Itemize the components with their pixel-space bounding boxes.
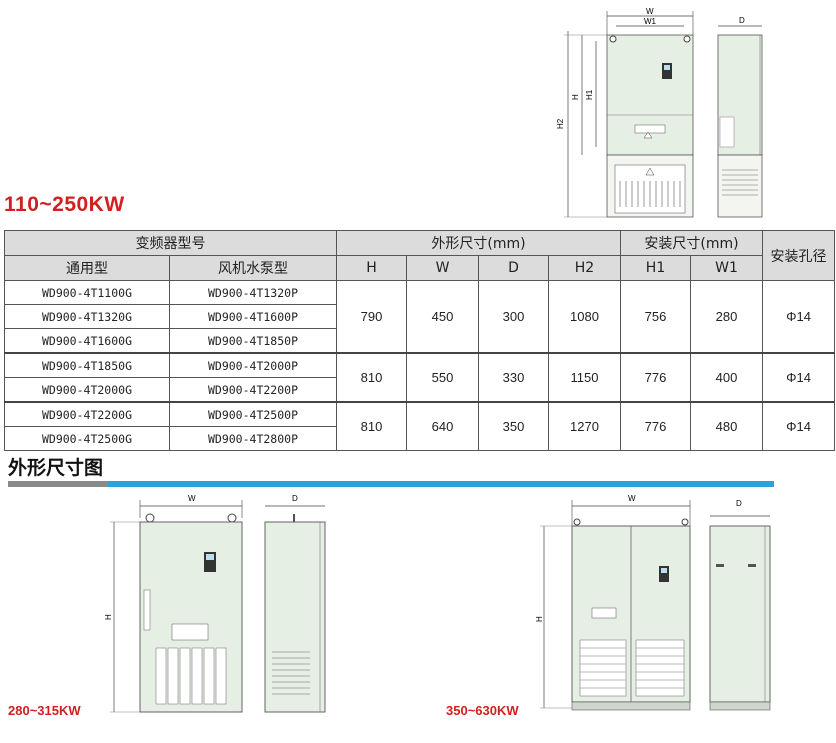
header-model: 变频器型号 [4,230,337,256]
br-w-label: W [628,494,636,503]
model-general: WD900-4T1850G [4,352,170,378]
value-h1: 776 [620,352,692,403]
table-row: WD900-4T2000G WD900-4T2200P [4,377,835,403]
section-title: 外形尺寸图 [8,458,104,479]
value-d: 330 [478,352,549,403]
bl-d-label: D [292,494,298,503]
value-w1: 280 [690,280,764,354]
spec-table: 变频器型号 外形尺寸(mm) 安装尺寸(mm) 安装孔径 通用型 风机水泵型 H… [4,230,836,451]
model-fan-pump: WD900-4T1600P [169,304,337,329]
table-row: WD900-4T1100G WD900-4T1320P 790 450 300 … [4,280,836,354]
value-d: 350 [478,401,549,451]
model-fan-pump: WD900-4T2800P [169,426,337,451]
value-w1: 480 [690,401,764,451]
model-general: WD900-4T2000G [4,377,170,403]
value-hole: Φ14 [762,401,836,451]
model-fan-pump: WD900-4T2500P [169,401,337,427]
label-350-630kw: 350~630KW [446,703,519,718]
table-row: WD900-4T1320G WD900-4T1600P [4,304,835,329]
top-h2-label: H2 [556,118,565,129]
bl-h-label: H [104,614,113,620]
model-general: WD900-4T2200G [4,401,170,427]
value-w: 640 [406,401,479,451]
header-install-dims: 安装尺寸(mm) [620,230,764,256]
model-general: WD900-4T1320G [4,304,170,329]
table-row: WD900-4T1850G WD900-4T2000P 810 550 330 … [4,352,836,403]
table-row: WD900-4T2500G WD900-4T2800P [4,426,835,451]
value-w1: 400 [690,352,764,403]
value-h2: 1150 [547,352,622,403]
value-h1: 776 [620,401,692,451]
model-fan-pump: WD900-4T1850P [169,328,337,354]
model-fan-pump: WD900-4T2000P [169,352,337,378]
value-h2: 1080 [547,280,622,354]
drawing-280-315kw: W H D [104,494,326,713]
drawing-350-630kw: W H D [535,494,771,711]
value-h: 810 [336,401,407,451]
top-d-label: D [739,16,745,25]
model-general: WD900-4T1600G [4,328,170,354]
header-h2: H2 [547,255,622,281]
label-280-315kw: 280~315KW [8,703,81,718]
header-w: W [406,255,479,281]
value-h: 810 [336,352,407,403]
header-fan-pump: 风机水泵型 [169,255,337,281]
table-row: WD900-4T2200G WD900-4T2500P 810 640 350 … [4,401,836,451]
br-h-label: H [535,616,544,622]
top-cabinet-drawing: W W1 H2 H H1 D [556,7,763,218]
range-title-110-250kw: 110~250KW [4,193,125,216]
header-outer-dims: 外形尺寸(mm) [335,230,622,256]
value-h: 790 [336,280,407,354]
value-hole: Φ14 [762,352,836,403]
value-w: 450 [406,280,479,354]
value-w: 550 [406,352,479,403]
value-hole: Φ14 [762,280,836,354]
value-d: 300 [478,280,549,354]
table-row: WD900-4T1600G WD900-4T1850P [4,328,835,354]
header-hole: 安装孔径 [762,230,836,281]
model-general: WD900-4T1100G [4,280,170,305]
header-h1: H1 [620,255,692,281]
header-w1: W1 [690,255,764,281]
bl-w-label: W [188,494,196,503]
value-h1: 756 [620,280,692,354]
section-divider-gray [8,481,108,487]
top-w1-label: W1 [644,17,657,26]
top-h-label: H [571,94,580,100]
header-d: D [478,255,549,281]
header-general: 通用型 [4,255,170,281]
model-fan-pump: WD900-4T1320P [169,280,337,305]
top-h1-label: H1 [585,89,594,100]
model-general: WD900-4T2500G [4,426,170,451]
model-fan-pump: WD900-4T2200P [169,377,337,403]
top-w-label: W [646,7,654,16]
header-h: H [336,255,407,281]
section-divider-blue [108,481,774,487]
br-d-label: D [736,499,742,508]
value-h2: 1270 [547,401,622,451]
